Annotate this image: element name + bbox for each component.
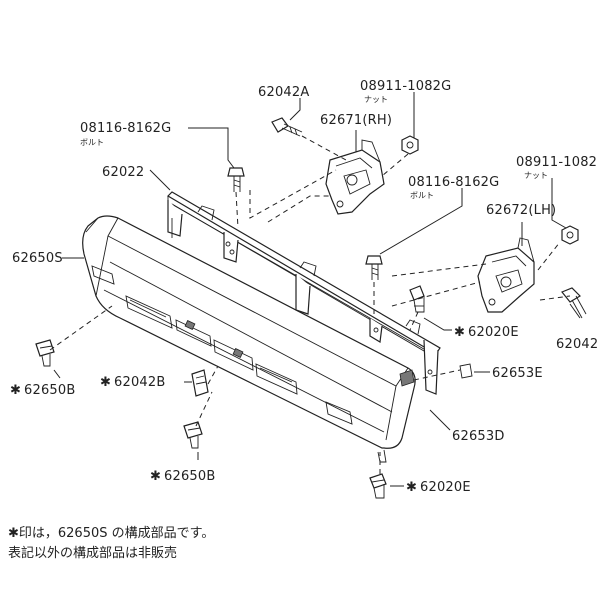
reinforcement-bar: [167, 191, 441, 395]
asterisk-62042b: ✱: [100, 375, 111, 390]
label-62672: 62672(LH): [486, 203, 556, 218]
label-08116-top-sub: ボルト: [80, 138, 104, 147]
clip-62020e-mid-icon: [409, 285, 425, 313]
label-08911-right-sub: ナット: [524, 171, 548, 180]
bolt-62042-right-icon: [561, 287, 587, 319]
part-labels: 62042A 08911-1082G ナット 08116-8162G ボルト 6…: [10, 79, 598, 495]
label-08116-mid: 08116-8162G: [408, 175, 499, 190]
clip-62042b-icon: [191, 369, 209, 397]
bolt-62042a-icon: [271, 117, 303, 137]
asterisk-bottom: ✱: [150, 469, 161, 484]
note-line-1: ✱印は，62650S の構成部品です。: [8, 526, 214, 541]
label-62671: 62671(RH): [320, 113, 392, 128]
label-08116-mid-sub: ボルト: [410, 191, 434, 200]
bolt-08116-mid-icon: [365, 255, 383, 280]
label-62042b: 62042B: [114, 375, 165, 390]
label-08911-top: 08911-1082G: [360, 79, 451, 94]
label-62022: 62022: [102, 165, 144, 180]
note-line-2: 表記以外の構成部品は非販売: [8, 545, 177, 561]
bolt-62650b-bottom-icon: [183, 421, 203, 449]
bolt-62650b-left-icon: [35, 339, 55, 367]
label-62020e-mid: 62020E: [468, 325, 519, 340]
label-62653d: 62653D: [452, 429, 505, 444]
asterisk-left: ✱: [10, 383, 21, 398]
leader-lines: [49, 92, 581, 487]
pad-62653d-icon: [399, 369, 415, 387]
bolt-08116-top-icon: [227, 167, 245, 192]
label-08911-top-sub: ナット: [364, 95, 388, 104]
label-62042a: 62042A: [258, 85, 309, 100]
label-62650b-bottom: 62650B: [164, 469, 215, 484]
nut-08911-right-icon: [561, 225, 579, 245]
label-62650b-left: 62650B: [24, 383, 75, 398]
label-62020e-bottom: 62020E: [420, 480, 471, 495]
label-62650s: 62650S: [12, 251, 63, 266]
clip-62020e-bottom-icon: [369, 473, 387, 499]
asterisk-mid: ✱: [454, 325, 465, 340]
nut-08911-top-icon: [401, 135, 419, 155]
label-62042-right: 62042: [556, 337, 598, 352]
rh-bracket: [325, 139, 385, 215]
label-62653e: 62653E: [492, 366, 543, 381]
label-08911-right: 08911-1082: [516, 155, 597, 170]
asterisk-62020e-bottom: ✱: [406, 480, 417, 495]
bumper-cover: [82, 215, 416, 463]
footnotes: ✱印は，62650S の構成部品です。 表記以外の構成部品は非販売: [8, 526, 214, 561]
lh-bracket: [477, 237, 535, 313]
pad-62653e-icon: [459, 363, 473, 379]
label-08116-top: 08116-8162G: [80, 121, 171, 136]
